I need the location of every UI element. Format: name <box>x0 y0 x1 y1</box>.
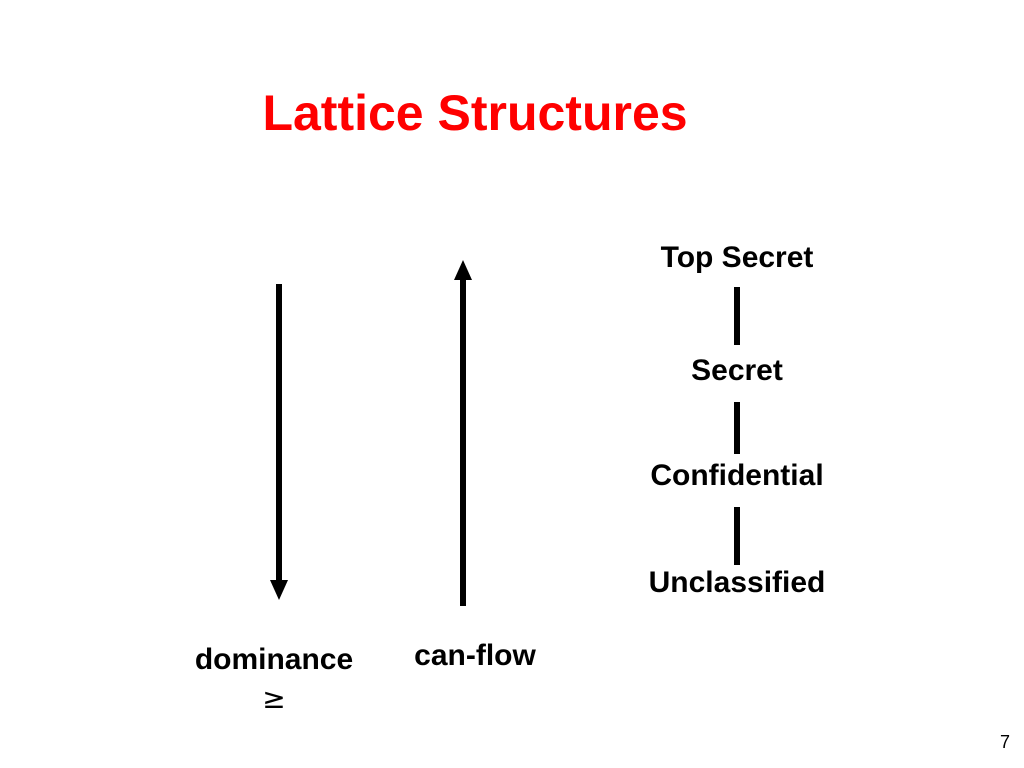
slide-title: Lattice Structures <box>262 85 688 141</box>
lattice-connector <box>734 402 740 454</box>
level-top-secret: Top Secret <box>660 241 814 274</box>
lattice-connector <box>734 507 740 565</box>
dominance-arrow-head <box>270 580 288 600</box>
can-flow-arrow-head <box>454 260 472 280</box>
level-unclassified: Unclassified <box>648 566 826 599</box>
level-secret: Secret <box>691 354 783 387</box>
dominance-symbol: ≥ <box>262 682 286 715</box>
lattice-connector <box>734 287 740 345</box>
level-confidential: Confidential <box>650 459 824 492</box>
can-flow-label: can-flow <box>414 639 536 672</box>
dominance-label: dominance <box>194 643 354 676</box>
can-flow-arrow <box>454 260 472 606</box>
dominance-arrow <box>270 284 288 600</box>
page-number: 7 <box>999 732 1010 752</box>
